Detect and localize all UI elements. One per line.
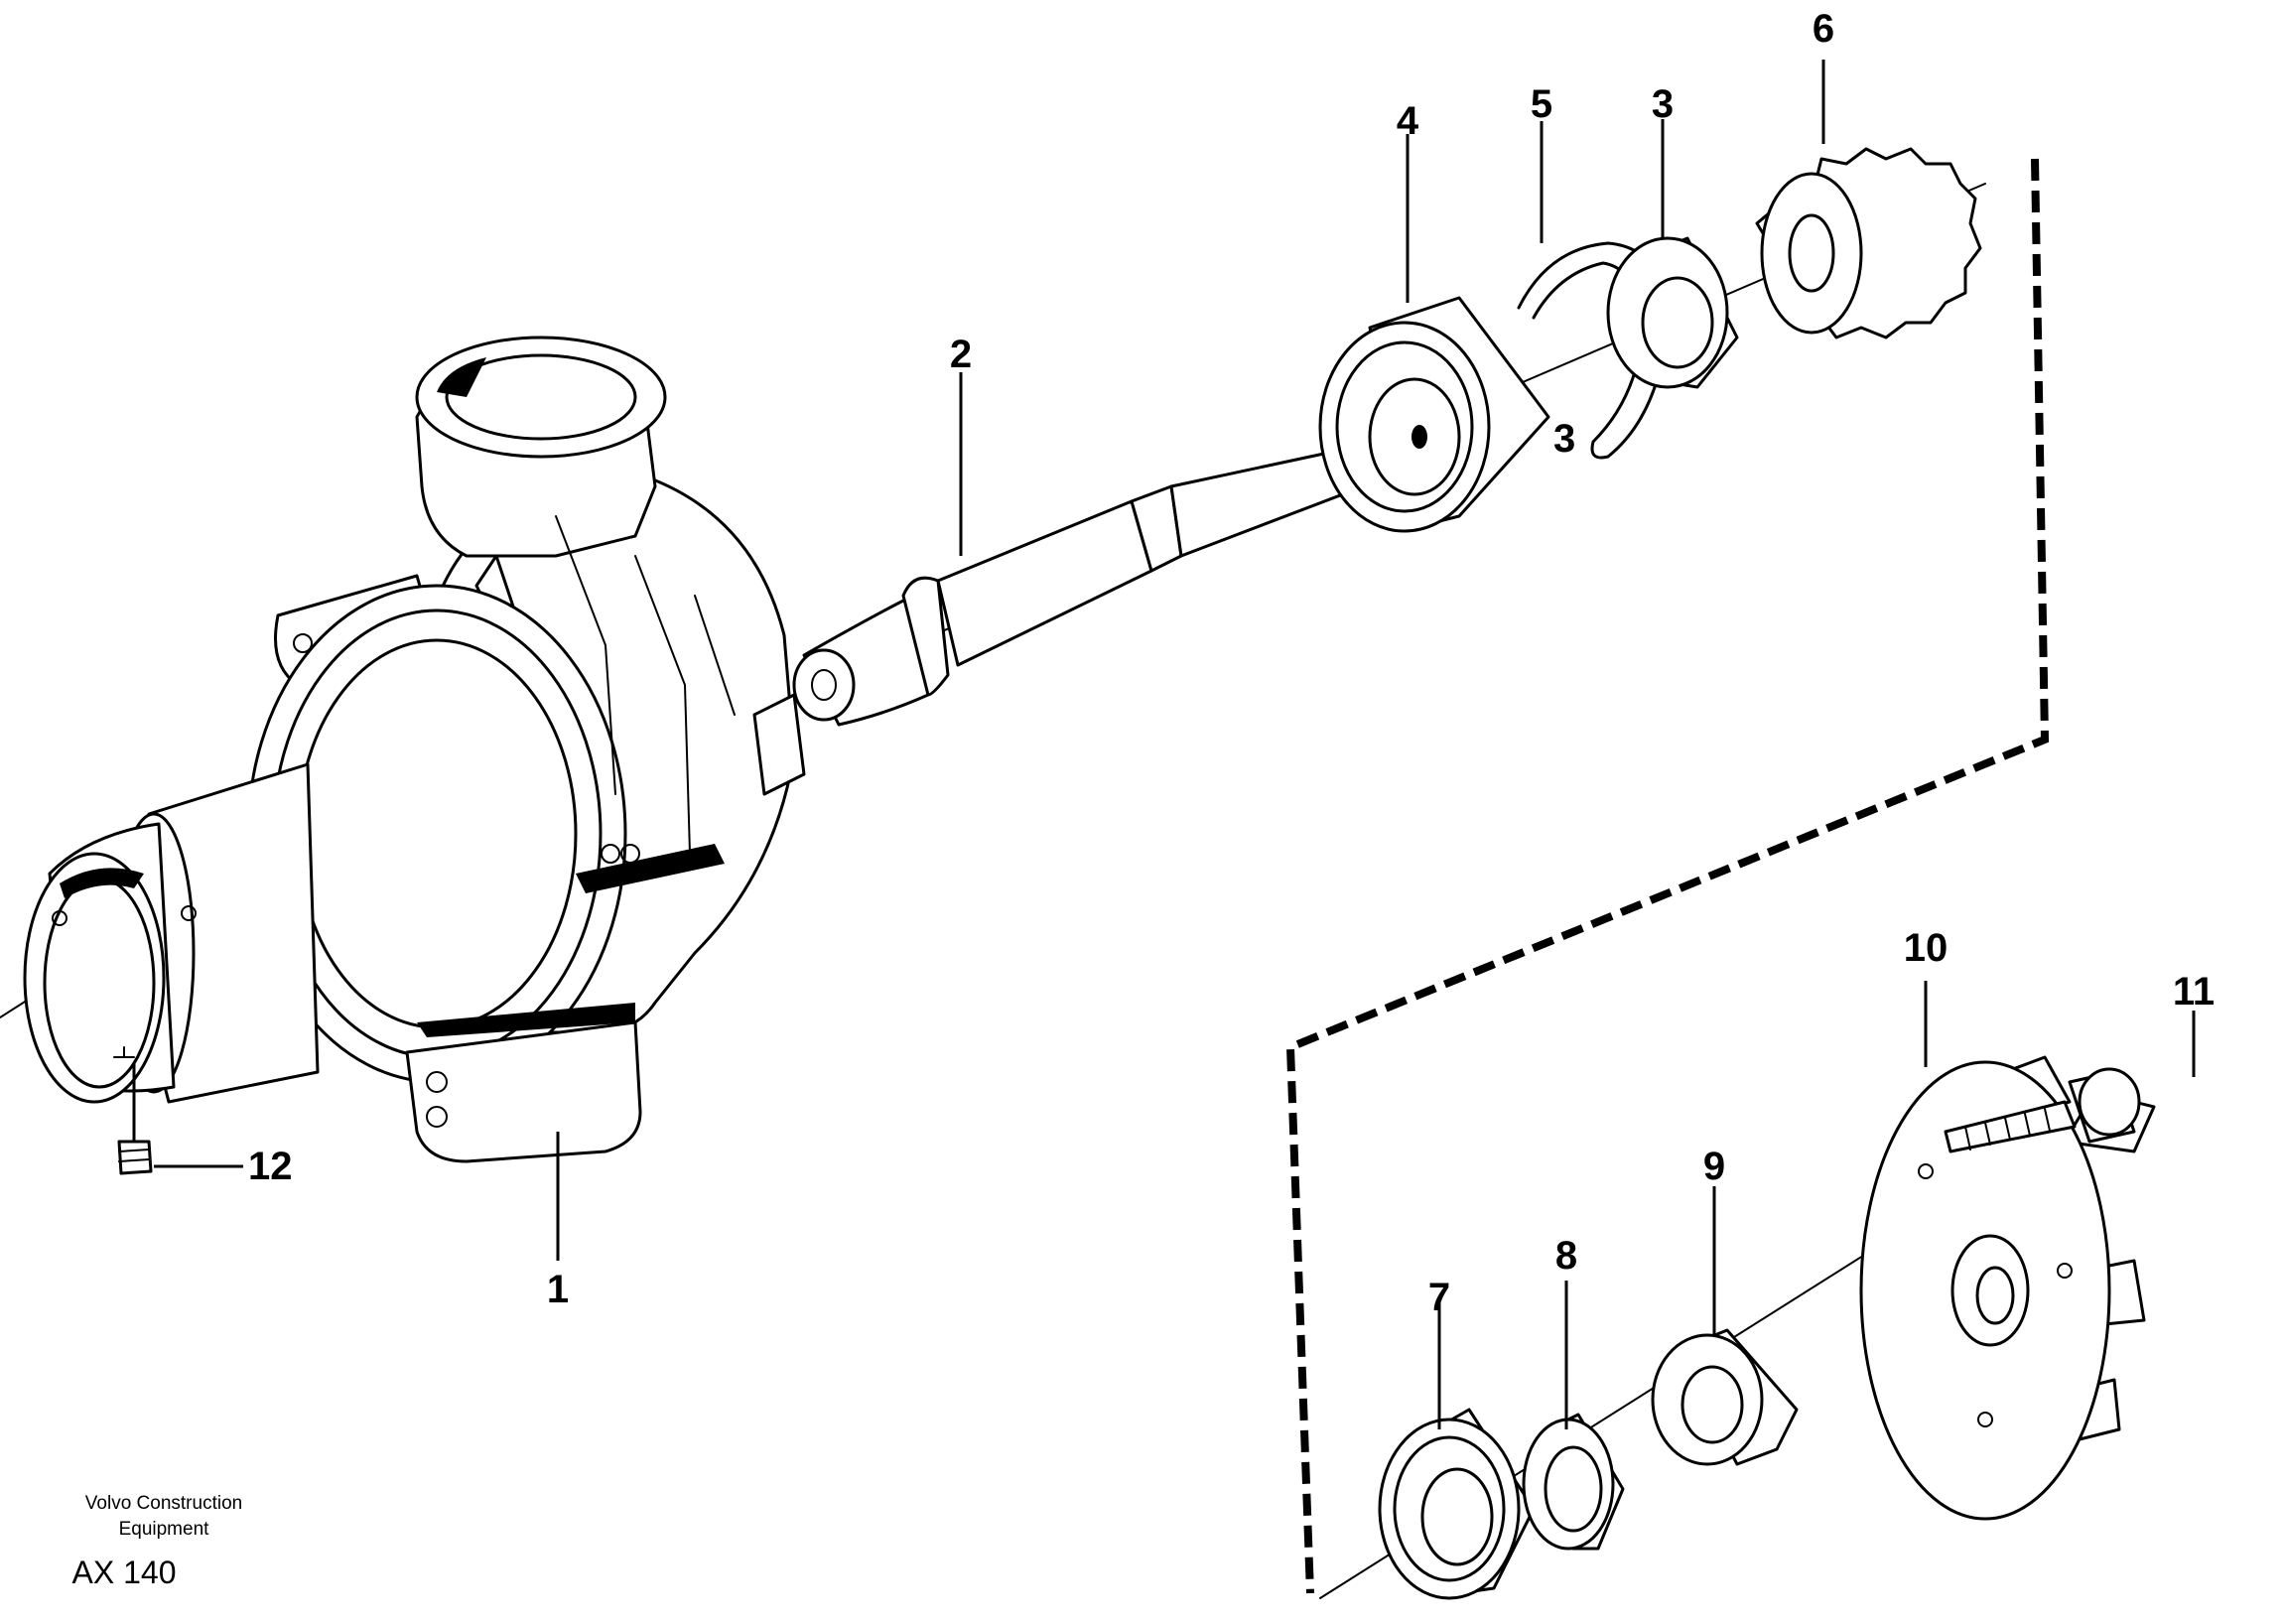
callout-4: 4	[1397, 99, 1419, 143]
callout-10: 10	[1904, 926, 1949, 970]
callout-1: 1	[547, 1268, 569, 1311]
circlip-5: 3	[1517, 241, 1670, 461]
pump-housing	[23, 336, 854, 1163]
callout-12: 12	[248, 1145, 293, 1188]
callout-8: 8	[1555, 1234, 1577, 1278]
callout-3: 3	[1652, 82, 1674, 126]
drawing-code: AX 140	[72, 1555, 177, 1590]
callout-7: 7	[1428, 1276, 1450, 1319]
dashed-break-line	[1285, 158, 2050, 1594]
callout-6: 6	[1813, 7, 1834, 51]
ball-bearing-7	[1378, 1408, 1536, 1600]
callout-5: 5	[1531, 82, 1552, 126]
callout-2: 2	[950, 333, 972, 376]
bolt-11	[1944, 1067, 2141, 1153]
shaft-seal-9	[1651, 1328, 1799, 1466]
callout-9: 9	[1703, 1145, 1725, 1188]
seal-ring-3	[1606, 236, 1739, 389]
drive-gear-6	[1755, 147, 1982, 339]
ball-bearing-8	[1522, 1413, 1625, 1551]
credit-line-2: Equipment	[119, 1519, 210, 1540]
plug-12	[117, 1140, 153, 1175]
credit-line-1: Volvo Construction	[85, 1493, 242, 1514]
credit-block: Volvo Construction Equipment AX 140	[72, 1493, 243, 1590]
callout-labels: 1 2 3 4 5 6 7 8 9 10 11 12	[248, 7, 2215, 1319]
callout-11: 11	[2173, 970, 2215, 1014]
stamped-mark: 3	[1553, 417, 1575, 461]
ball-bearing-4	[1318, 296, 1550, 533]
leader-lines	[132, 60, 2196, 1429]
pump-shaft	[792, 438, 1398, 727]
